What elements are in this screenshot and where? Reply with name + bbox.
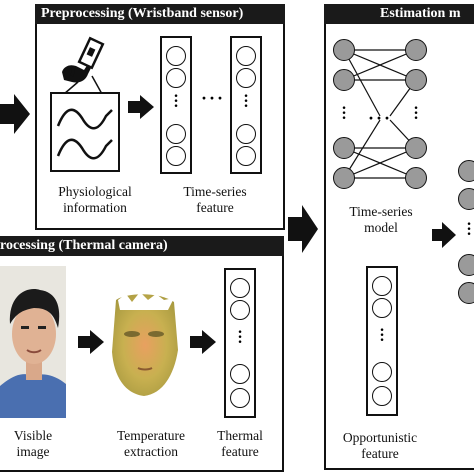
- feature-node: [372, 298, 392, 318]
- output-node: [458, 282, 474, 304]
- feature-node: [166, 146, 186, 166]
- wristband-sensor-icon: [62, 36, 105, 95]
- feature-node: [236, 124, 256, 144]
- output-node: [458, 188, 474, 210]
- model-node: [405, 39, 427, 61]
- temperature-extraction-label: Temperature extraction: [96, 428, 206, 460]
- feature-node: [166, 124, 186, 144]
- label-line: Opportunistic: [342, 430, 418, 445]
- model-node: [405, 69, 427, 91]
- label-line: model: [364, 220, 398, 235]
- thermal-panel-title: rocessing (Thermal camera): [0, 236, 284, 256]
- estimation-panel-title: Estimation m: [324, 4, 474, 24]
- arrow-to-output-icon: [432, 222, 456, 248]
- time-series-feature-column-1: ···: [160, 36, 192, 174]
- label-line: Visible: [13, 428, 53, 443]
- arrow-signal-to-feature-icon: [128, 95, 154, 119]
- feature-node: [166, 68, 186, 88]
- label-line: Temperature: [116, 428, 185, 443]
- vertical-ellipsis: ···: [173, 88, 179, 115]
- feature-node: [236, 46, 256, 66]
- horizontal-ellipsis: ···: [201, 88, 226, 108]
- wristband-panel-title: Preprocessing (Wristband sensor): [35, 4, 285, 24]
- label-line: feature: [361, 446, 399, 461]
- waveform-box: [50, 92, 120, 172]
- feature-node: [230, 388, 250, 408]
- time-series-model-label: Time-series model: [336, 204, 426, 236]
- feature-node: [230, 278, 250, 298]
- physiological-information-label: Physiological information: [40, 184, 150, 216]
- label-line: Thermal: [217, 428, 263, 443]
- input-arrow-icon: [0, 94, 30, 134]
- label-line: feature: [196, 200, 234, 215]
- label-line: Time-series: [183, 184, 247, 199]
- vertical-ellipsis: ···: [341, 100, 347, 127]
- feature-node: [230, 300, 250, 320]
- opportunistic-feature-column: ···: [366, 266, 398, 416]
- arrow-visible-to-temperature-icon: [78, 330, 104, 354]
- label-line: Physiological: [58, 184, 132, 199]
- feature-node: [236, 68, 256, 88]
- label-line: extraction: [124, 444, 178, 459]
- feature-node: [230, 364, 250, 384]
- vertical-ellipsis: ···: [243, 88, 249, 115]
- thermal-face-image: [112, 292, 178, 396]
- output-node: [458, 254, 474, 276]
- feature-node: [372, 386, 392, 406]
- face-photo-icon: [0, 289, 66, 418]
- feature-node: [236, 146, 256, 166]
- feature-node: [372, 276, 392, 296]
- thermal-feature-column: ···: [224, 268, 256, 418]
- arrow-to-estimation-icon: [288, 205, 318, 253]
- opportunistic-feature-label: Opportunistic feature: [330, 430, 430, 462]
- vertical-ellipsis: ···: [379, 322, 385, 349]
- horizontal-ellipsis: ···: [368, 108, 393, 128]
- arrow-temperature-to-feature-icon: [190, 330, 216, 354]
- label-line: feature: [221, 444, 259, 459]
- model-node: [405, 167, 427, 189]
- vertical-ellipsis: ···: [413, 100, 419, 127]
- feature-node: [372, 362, 392, 382]
- time-series-feature-label: Time-series feature: [160, 184, 270, 216]
- visible-face-image: [0, 266, 66, 418]
- model-node: [333, 137, 355, 159]
- feature-node: [166, 46, 186, 66]
- thermal-feature-label: Thermal feature: [205, 428, 275, 460]
- vertical-ellipsis: ···: [466, 216, 472, 243]
- label-line: information: [63, 200, 127, 215]
- output-node: [458, 160, 474, 182]
- label-line: Time-series: [349, 204, 413, 219]
- model-node: [333, 69, 355, 91]
- visible-image-label: Visible image: [0, 428, 66, 460]
- vertical-ellipsis: ···: [237, 324, 243, 351]
- time-series-feature-column-2: ···: [230, 36, 262, 174]
- model-node: [333, 39, 355, 61]
- sine-wave-icon: [56, 108, 113, 160]
- label-line: image: [16, 444, 50, 459]
- model-node: [405, 137, 427, 159]
- model-node: [333, 167, 355, 189]
